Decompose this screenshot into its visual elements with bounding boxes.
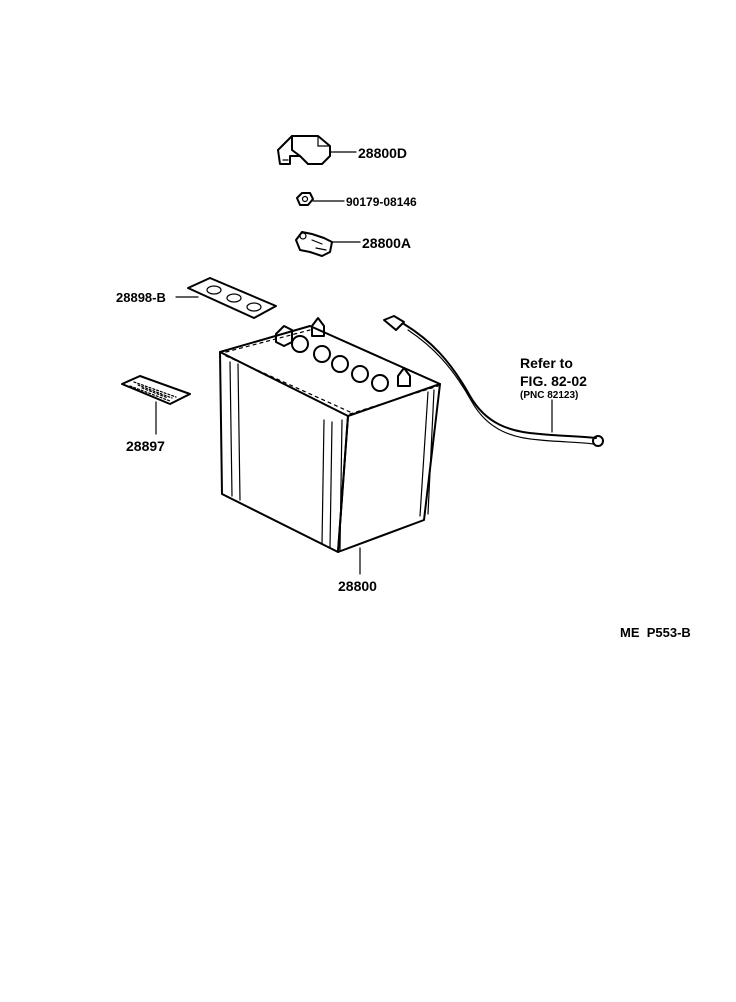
callout-28897: 28897 [126,438,165,454]
battery-drawing [219,317,441,553]
callout-28800A: 28800A [362,235,411,251]
callout-90179-08146: 90179-08146 [346,195,417,209]
terminal-clamp-drawing [295,231,333,257]
caution-label-drawing [121,375,191,405]
reference-line-1: Refer to [520,355,573,371]
callout-28800D: 28800D [358,145,407,161]
hold-down-bracket-drawing [277,135,331,165]
reference-line-2: FIG. 82-02 [520,373,587,389]
callout-28898-B: 28898-B [116,290,166,305]
callout-28800: 28800 [338,578,377,594]
nut-drawing [296,192,314,206]
figure-code: ME P553-B [620,625,691,640]
reference-line-3: (PNC 82123) [520,390,578,401]
vent-plug-sheet-drawing [187,277,277,319]
battery-cable-drawing [383,315,604,447]
